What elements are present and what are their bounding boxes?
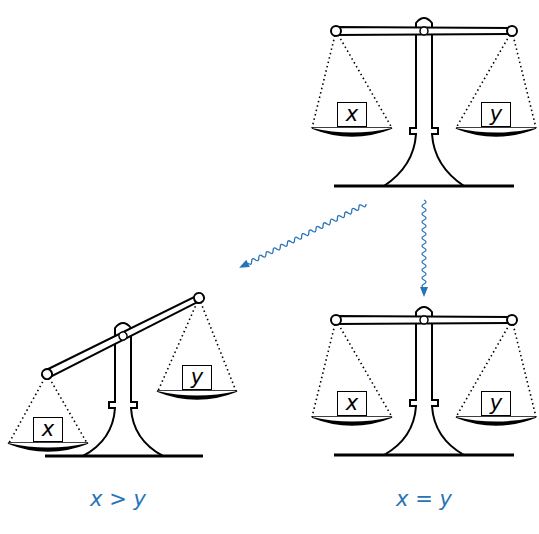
tipped-balance-scale (8, 291, 237, 456)
variable-name: x (346, 393, 358, 414)
variable-name: y (490, 104, 502, 125)
variable-name: y (191, 367, 203, 388)
relation-label: x > y (90, 487, 146, 511)
wavy-arrow (237, 200, 367, 271)
weight-box: y (182, 365, 212, 390)
weight-box: x (337, 391, 367, 416)
relation-label: x = y (396, 487, 452, 511)
variable-name: x (42, 419, 54, 440)
balance-scale (312, 18, 536, 186)
weight-box: y (481, 391, 511, 416)
weight-box: x (337, 102, 367, 127)
weight-box: x (33, 417, 63, 442)
variable-name: x (346, 104, 358, 125)
weight-box: y (481, 102, 511, 127)
wavy-arrow (420, 200, 428, 297)
variable-name: y (490, 393, 502, 414)
balance-scale (312, 307, 536, 455)
